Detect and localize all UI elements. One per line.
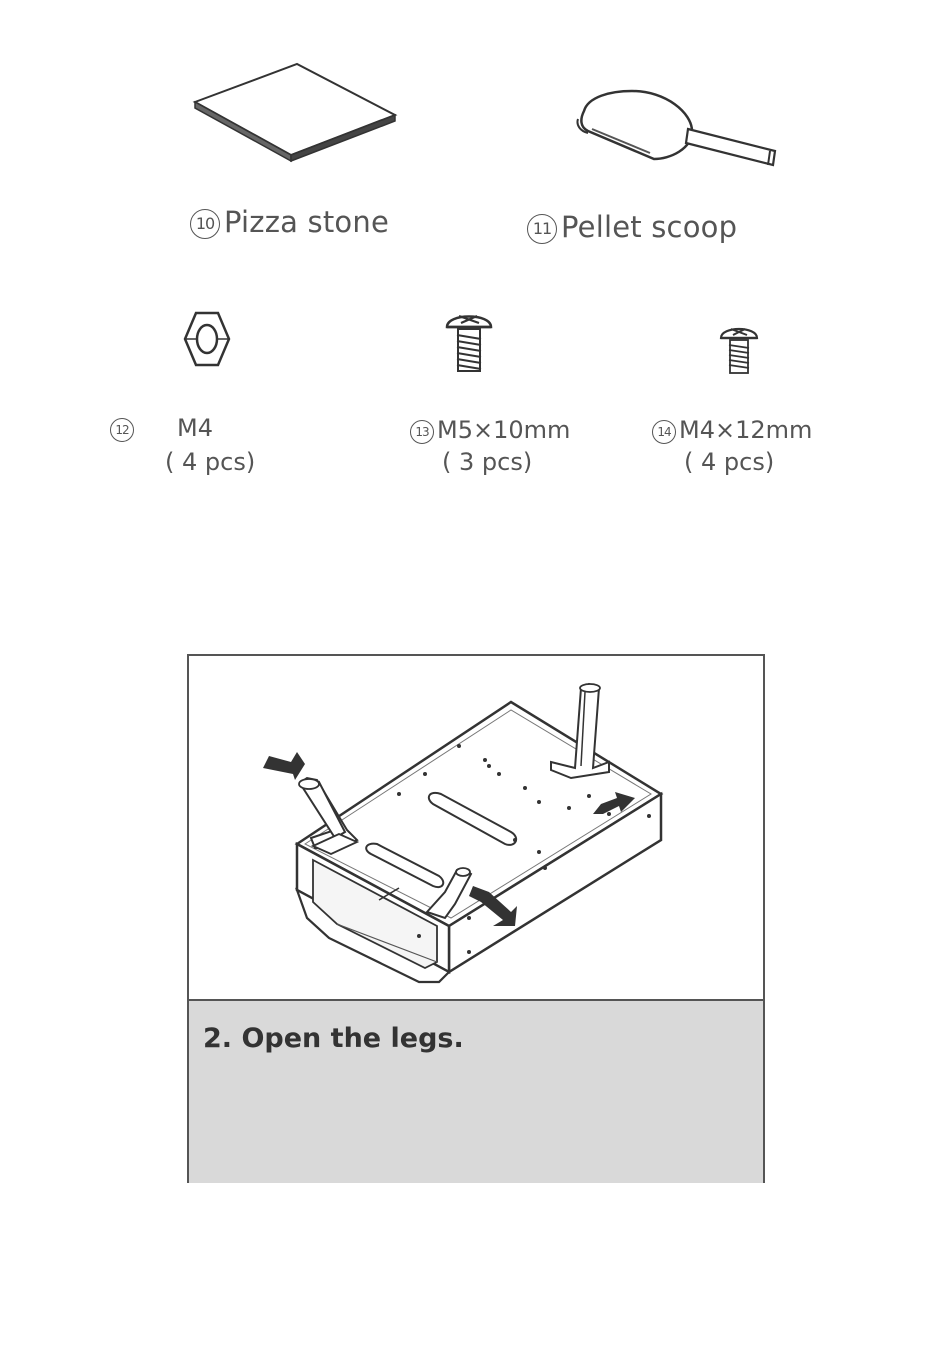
hardware-label-m4: 12 M4 [110, 414, 213, 442]
pizza-stone-icon [185, 60, 405, 165]
pellet-scoop-icon [570, 85, 785, 175]
step-caption: 2. Open the legs. [189, 999, 763, 1183]
hardware-name: M4 [177, 414, 213, 442]
screw-icon [443, 305, 495, 375]
hardware-number-badge: 12 [110, 418, 134, 442]
part-name: Pizza stone [224, 205, 389, 239]
part-number-badge: 10 [190, 209, 220, 239]
hardware-quantity: ( 4 pcs) [684, 448, 774, 476]
hex-nut-icon [182, 310, 232, 368]
screw-icon [718, 320, 760, 376]
hardware-number-badge: 14 [652, 420, 676, 444]
hardware-number-badge: 13 [410, 420, 434, 444]
hardware-quantity: ( 4 pcs) [165, 448, 255, 476]
grill-legs-diagram [189, 656, 763, 999]
step-panel: 2. Open the legs. [187, 654, 765, 1183]
hardware-name: M5×10mm [437, 416, 570, 444]
hardware-name: M4×12mm [679, 416, 812, 444]
part-number-badge: 11 [527, 214, 557, 244]
hardware-quantity: ( 3 pcs) [442, 448, 532, 476]
step-instruction: 2. Open the legs. [203, 1023, 464, 1054]
part-name: Pellet scoop [561, 210, 737, 244]
